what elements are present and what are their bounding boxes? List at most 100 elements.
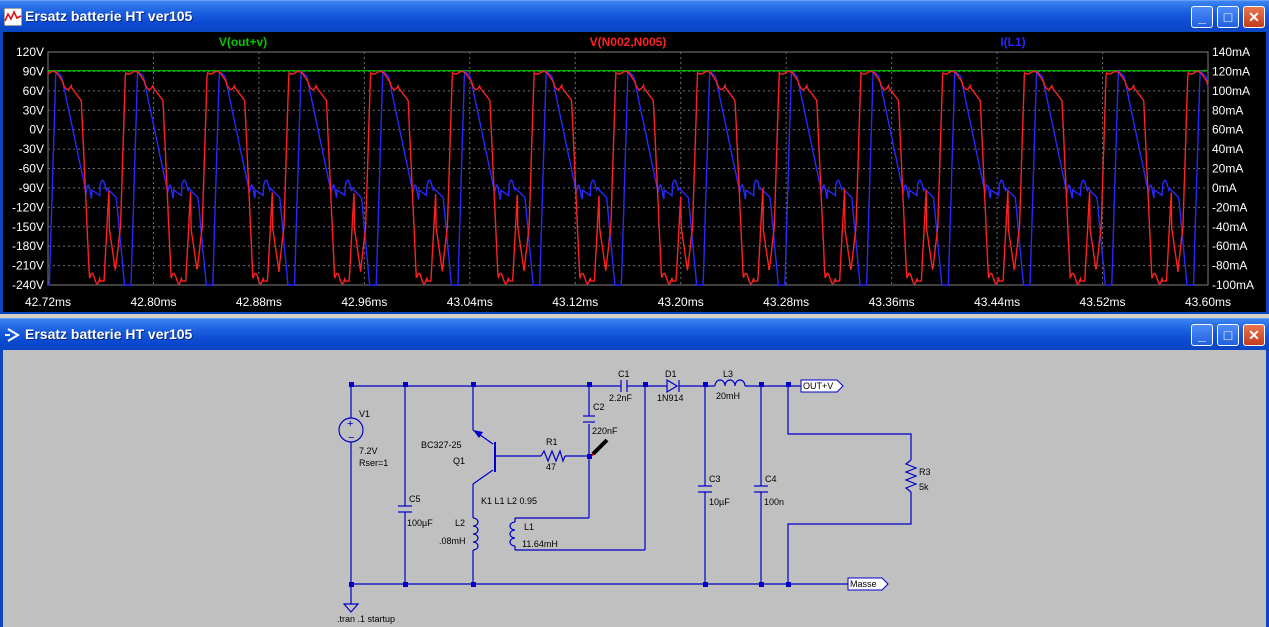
l2-name: L2 xyxy=(455,518,465,528)
junction-dots xyxy=(349,382,791,587)
masse-net-label: Masse xyxy=(850,579,877,589)
schematic-canvas[interactable]: + − OUT+V Masse xyxy=(3,350,1266,627)
left-tick-label: 60V xyxy=(23,84,44,98)
schematic-app-icon xyxy=(5,328,20,342)
x-tick-label: 43.12ms xyxy=(552,295,598,309)
trace-label[interactable]: V(N002,N005) xyxy=(590,35,667,49)
v1-name: V1 xyxy=(359,409,370,419)
v1-value: 7.2V xyxy=(359,446,378,456)
x-tick-label: 43.60ms xyxy=(1185,295,1231,309)
c1-name: C1 xyxy=(618,369,630,379)
l3-name: L3 xyxy=(723,369,733,379)
r3-name: R3 xyxy=(919,467,931,477)
right-tick-label: -80mA xyxy=(1212,259,1247,273)
ground-icon xyxy=(342,603,360,613)
v1-source-icon xyxy=(338,417,364,443)
schematic-titlebar[interactable]: Ersatz batterie HT ver105 _ □ ✕ xyxy=(0,318,1269,351)
out-net-flag xyxy=(800,379,844,393)
r1-name: R1 xyxy=(546,437,558,447)
c4-value: 100n xyxy=(764,497,784,507)
q1-model: BC327-25 xyxy=(421,440,462,450)
c4-name: C4 xyxy=(765,474,777,484)
x-tick-label: 43.44ms xyxy=(974,295,1020,309)
component-labels: V1 7.2V Rser=1 C5 100µF BC327-25 Q1 R1 4… xyxy=(337,369,931,624)
q1-emitter-arrow-icon xyxy=(473,430,483,438)
r1-value: 47 xyxy=(546,462,556,472)
left-tick-label: -90V xyxy=(19,181,44,195)
x-tick-label: 42.88ms xyxy=(236,295,282,309)
left-tick-label: -240V xyxy=(12,278,44,292)
x-tick-label: 43.36ms xyxy=(869,295,915,309)
trace-labels[interactable]: V(out+v) V(N002,N005) I(L1) xyxy=(219,35,1026,49)
plot-curves xyxy=(47,69,1209,286)
right-tick-label: 120mA xyxy=(1212,64,1250,78)
trace-vn002-n005 xyxy=(47,70,1209,285)
r1-resistor-icon xyxy=(540,449,566,463)
c2-value: 220nF xyxy=(592,426,618,436)
right-tick-label: 20mA xyxy=(1212,162,1243,176)
x-tick-label: 43.28ms xyxy=(763,295,809,309)
minimize-button[interactable]: _ xyxy=(1191,6,1213,28)
right-tick-label: 100mA xyxy=(1212,84,1250,98)
l2-value: .08mH xyxy=(439,536,466,546)
waveform-plot[interactable]: 120V90V60V30V0V-30V-60V-90V-120V-150V-18… xyxy=(3,32,1266,312)
l1-inductor-icon xyxy=(509,521,516,547)
x-tick-label: 42.96ms xyxy=(341,295,387,309)
d1-name: D1 xyxy=(665,369,677,379)
right-tick-label: 60mA xyxy=(1212,123,1243,137)
schematic-drawing[interactable]: + − OUT+V Masse xyxy=(3,350,1266,627)
l2-inductor-icon xyxy=(472,517,479,551)
l1-name: L1 xyxy=(524,522,534,532)
trace-label[interactable]: V(out+v) xyxy=(219,35,267,49)
v1-rser: Rser=1 xyxy=(359,458,388,468)
left-tick-label: -120V xyxy=(12,200,44,214)
c5-name: C5 xyxy=(409,494,421,504)
right-tick-label: -20mA xyxy=(1212,200,1247,214)
x-tick-label: 42.80ms xyxy=(130,295,176,309)
tran-directive: .tran .1 startup xyxy=(337,614,395,624)
v1-minus-sign: − xyxy=(348,432,354,444)
schematic-window-title: Ersatz batterie HT ver105 xyxy=(25,326,193,342)
schematic-wires xyxy=(350,385,912,604)
left-tick-label: -30V xyxy=(19,142,44,156)
x-tick-label: 43.20ms xyxy=(658,295,704,309)
l3-inductor-icon xyxy=(714,379,746,387)
l1-value: 11.64mH xyxy=(522,539,558,549)
left-tick-label: 30V xyxy=(23,103,44,117)
trace-il1 xyxy=(48,69,1209,286)
x-tick-label: 43.52ms xyxy=(1080,295,1126,309)
right-tick-label: -60mA xyxy=(1212,239,1247,253)
d1-value: 1N914 xyxy=(657,393,684,403)
maximize-button[interactable]: □ xyxy=(1217,324,1239,346)
schematic-components xyxy=(338,378,918,613)
left-tick-label: -150V xyxy=(12,220,44,234)
c5-value: 100µF xyxy=(407,518,433,528)
schematic-window: Ersatz batterie HT ver105 _ □ ✕ xyxy=(0,318,1269,627)
r3-value: 5k xyxy=(919,482,929,492)
r3-resistor-icon xyxy=(904,459,918,493)
c2-name: C2 xyxy=(593,402,605,412)
minimize-button[interactable]: _ xyxy=(1191,324,1213,346)
q1-name: Q1 xyxy=(453,456,465,466)
v1-plus-sign: + xyxy=(347,418,353,430)
left-tick-label: -60V xyxy=(19,162,44,176)
right-tick-label: 80mA xyxy=(1212,103,1243,117)
trace-label[interactable]: I(L1) xyxy=(1000,35,1025,49)
left-tick-label: 0V xyxy=(29,123,44,137)
x-tick-label: 42.72ms xyxy=(25,295,71,309)
right-tick-label: -100mA xyxy=(1212,278,1254,292)
maximize-button[interactable]: □ xyxy=(1217,6,1239,28)
right-tick-label: 140mA xyxy=(1212,45,1250,59)
d1-diode-icon xyxy=(666,378,679,394)
out-net-label: OUT+V xyxy=(803,381,833,391)
left-tick-label: 120V xyxy=(16,45,44,59)
axis-labels: 120V90V60V30V0V-30V-60V-90V-120V-150V-18… xyxy=(12,45,1254,309)
close-button[interactable]: ✕ xyxy=(1243,324,1265,346)
right-tick-label: 40mA xyxy=(1212,142,1243,156)
left-tick-label: -180V xyxy=(12,239,44,253)
coupling-directive: K1 L1 L2 0.95 xyxy=(481,496,537,506)
waveform-titlebar[interactable]: Ersatz batterie HT ver105 _ □ ✕ xyxy=(0,0,1269,33)
close-button[interactable]: ✕ xyxy=(1243,6,1265,28)
